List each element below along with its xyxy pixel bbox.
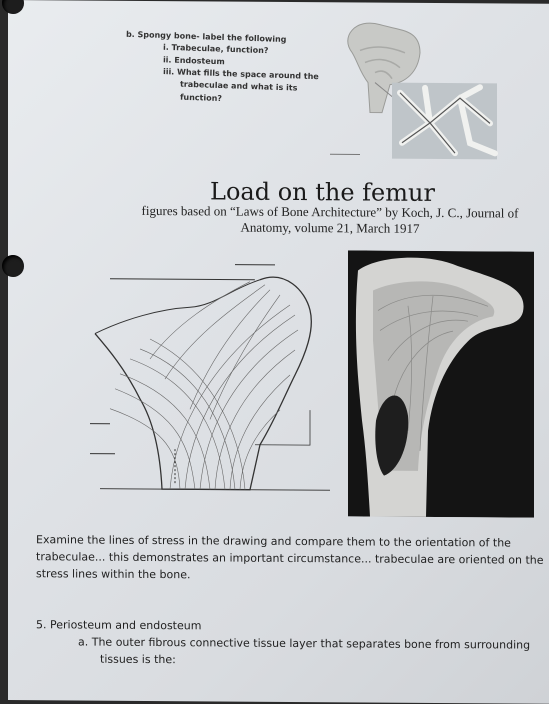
binder-hole	[2, 0, 24, 14]
section-5-item-a: a. The outer fibrous connective tissue l…	[78, 633, 530, 670]
question-b-item-3c: function?	[180, 92, 222, 104]
figure-subtitle-line-1: figures based on “Laws of Bone Architect…	[120, 203, 540, 222]
spongy-bone-illustration	[330, 12, 502, 163]
examine-line-3: stress lines within the bone.	[36, 565, 544, 586]
femur-stress-lines-drawing	[90, 249, 340, 499]
examine-paragraph: Examine the lines of stress in the drawi…	[36, 531, 544, 586]
figure-subtitle-line-2: Anatomy, volume 21, March 1917	[120, 219, 540, 238]
femur-section-photo	[348, 250, 534, 517]
binder-hole	[2, 255, 24, 277]
figure-subtitle: figures based on “Laws of Bone Architect…	[120, 203, 540, 238]
figure-title: Load on the femur	[210, 177, 435, 207]
section-5-heading: 5. Periosteum and endosteum	[36, 616, 201, 634]
worksheet-page: b. Spongy bone- label the following i. T…	[8, 0, 549, 704]
section-5-item-a-line-2: tissues is the:	[78, 650, 530, 670]
